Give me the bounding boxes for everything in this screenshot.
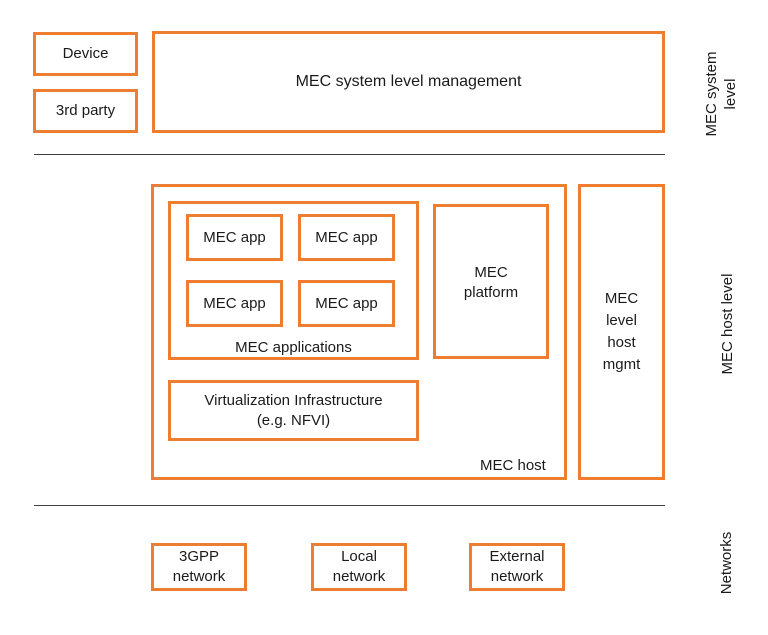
host-level-side-label: MEC host level	[719, 273, 736, 375]
system-level-side-label: MEC system level	[703, 51, 739, 137]
mec-app-box: MEC app	[298, 214, 395, 261]
networks-side-label: Networks	[718, 531, 735, 595]
device-label: Device	[62, 45, 109, 62]
virtualization-infrastructure-box: Virtualization Infrastructure (e.g. NFVI…	[168, 380, 419, 441]
mec-app-label: MEC app	[315, 294, 378, 312]
mec-level-host-mgmt-box: MEC level host mgmt	[578, 184, 665, 480]
mec-applications-box	[168, 201, 419, 360]
device-box: Device	[33, 32, 138, 76]
third-party-box: 3rd party	[33, 89, 138, 133]
mec-host-box	[151, 184, 567, 480]
mec-host-label: MEC host	[480, 457, 546, 474]
mec-app-label: MEC app	[203, 294, 266, 312]
system-level-management-label: MEC system level management	[295, 73, 522, 90]
separator-top	[34, 154, 665, 155]
mec-app-box: MEC app	[186, 214, 283, 261]
virtualization-label-line1: Virtualization Infrastructure	[204, 391, 383, 409]
mec-platform-box: MEC platform	[433, 204, 549, 359]
mec-app-label: MEC app	[315, 228, 378, 246]
mec-app-box: MEC app	[186, 280, 283, 327]
network-local-box: Local network	[311, 543, 407, 591]
third-party-label: 3rd party	[55, 102, 116, 119]
virtualization-label-line2: (e.g. NFVI)	[256, 411, 331, 429]
network-external-box: External network	[469, 543, 565, 591]
system-level-management-box: MEC system level management	[152, 31, 665, 133]
mec-applications-label: MEC applications	[235, 339, 352, 356]
mec-app-label: MEC app	[203, 228, 266, 246]
mec-app-box: MEC app	[298, 280, 395, 327]
network-3gpp-box: 3GPP network	[151, 543, 247, 591]
mec-platform-label-line2: platform	[463, 284, 519, 301]
separator-bottom	[34, 505, 665, 506]
mec-platform-label-line1: MEC	[474, 264, 508, 281]
